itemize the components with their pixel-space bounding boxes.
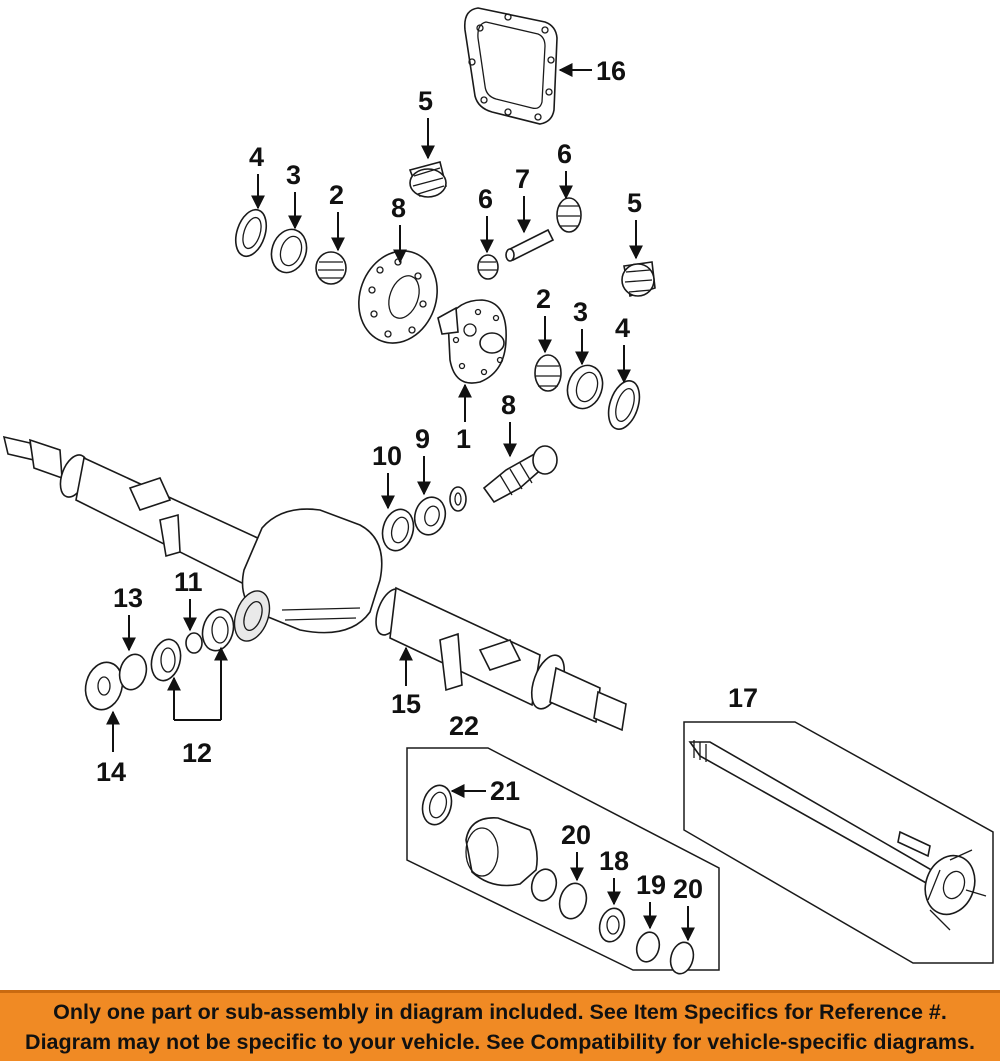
side-gear-left (477, 254, 499, 280)
cone-bearing-right (534, 354, 562, 392)
bearing-race-right (607, 380, 641, 430)
callout-20-right: 20 (673, 874, 703, 904)
callout-4-left: 4 (249, 142, 264, 172)
callout-6-right: 6 (557, 139, 572, 169)
callout-4-right: 4 (615, 313, 630, 343)
axle-housing (2, 435, 627, 732)
callout-11: 11 (174, 567, 203, 597)
callout-19: 19 (636, 870, 666, 900)
callout-10: 10 (372, 441, 402, 471)
callout-21: 21 (490, 776, 520, 806)
callout-2-left: 2 (329, 180, 344, 210)
drive-pinion (482, 445, 558, 504)
axle-ring-13 (118, 653, 148, 691)
axle-bearing-12a (150, 638, 182, 682)
pinion-race (381, 508, 415, 552)
differential-case (437, 299, 507, 384)
callout-1: 1 (456, 424, 471, 454)
disclaimer-line-2: Diagram may not be specific to your vehi… (25, 1030, 975, 1054)
axle-shaft-box (683, 721, 994, 964)
parts-diagram: 16 5 4 3 2 8 6 7 6 5 2 3 4 (2, 7, 994, 975)
side-gear-right (556, 197, 582, 233)
callout-12: 12 (182, 738, 212, 768)
callout-3-right: 3 (573, 297, 588, 327)
cover-gasket (463, 7, 558, 125)
bearing-race-left (234, 208, 268, 258)
cross-shaft (505, 228, 555, 262)
disclaimer-banner: Only one part or sub-assembly in diagram… (0, 990, 1000, 1061)
callout-13: 13 (113, 583, 143, 613)
callout-18: 18 (599, 846, 629, 876)
cone-bearing-left (315, 251, 347, 285)
retainer-11 (185, 632, 203, 654)
callout-7: 7 (515, 164, 530, 194)
callout-2-right: 2 (536, 284, 551, 314)
pinion-bearing (413, 496, 447, 536)
callout-8-pinion: 8 (501, 390, 516, 420)
hub-kit-box (406, 747, 720, 975)
callout-15: 15 (391, 689, 421, 719)
ring-gear (358, 250, 438, 344)
callout-8-ring: 8 (391, 193, 406, 223)
washer (449, 486, 467, 512)
disclaimer-line-1: Only one part or sub-assembly in diagram… (53, 1000, 947, 1024)
axle-seal-14 (84, 661, 124, 711)
pinion-gear-upper (408, 161, 447, 198)
callout-9: 9 (415, 424, 430, 454)
pinion-gear-right (621, 261, 656, 298)
callout-5-upper: 5 (418, 86, 433, 116)
callout-17: 17 (728, 683, 758, 713)
bearing-cup-right (566, 364, 604, 410)
callout-16: 16 (596, 56, 626, 86)
callouts: 16 5 4 3 2 8 6 7 6 5 2 3 4 (96, 56, 758, 942)
bearing-cup-left (270, 228, 308, 274)
callout-14: 14 (96, 757, 126, 787)
callout-5-right: 5 (627, 188, 642, 218)
axle-bearing-12b (201, 608, 235, 652)
callout-22: 22 (449, 711, 479, 741)
callout-20-left: 20 (561, 820, 591, 850)
callout-6-left: 6 (478, 184, 493, 214)
callout-3-left: 3 (286, 160, 301, 190)
